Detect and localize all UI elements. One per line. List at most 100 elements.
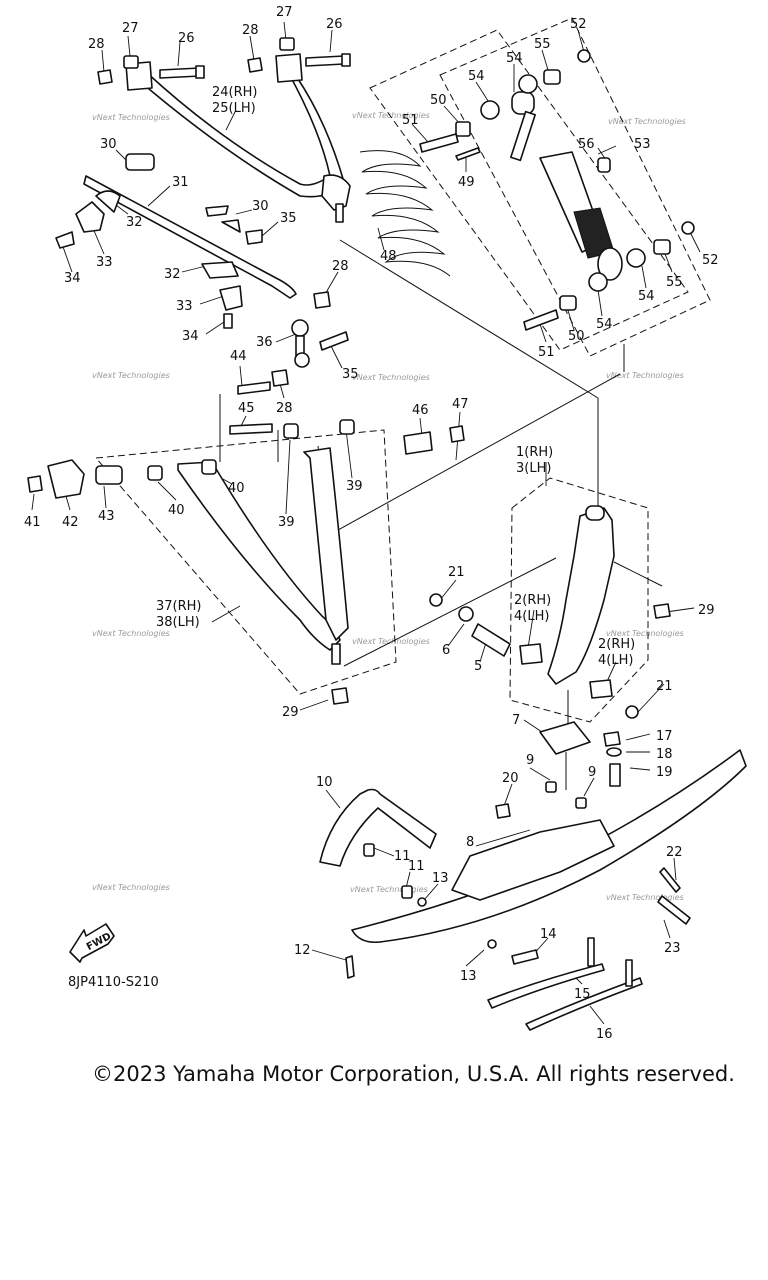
callout-14: 14	[540, 927, 557, 942]
callout-44: 44	[230, 349, 247, 364]
callout-42: 42	[62, 515, 79, 530]
callout-4-lh: 4(LH)	[514, 609, 549, 624]
link-rod	[291, 319, 349, 368]
callout-27: 27	[122, 21, 139, 36]
callout-34: 34	[64, 271, 81, 286]
callout-28: 28	[332, 259, 349, 274]
callout-55: 55	[534, 37, 551, 52]
callout-6: 6	[442, 643, 450, 658]
callout-54: 54	[506, 51, 523, 66]
watermark-text: vNext Technologies	[350, 885, 428, 894]
callout-18: 18	[656, 747, 673, 762]
callout-47: 47	[452, 397, 469, 412]
spindle	[429, 505, 671, 719]
callout-33: 33	[96, 255, 113, 270]
callout-28: 28	[88, 37, 105, 52]
upper-a-arm	[125, 53, 351, 223]
callout-21: 21	[448, 565, 465, 580]
watermark-text: vNext Technologies	[352, 373, 430, 382]
watermark-text: vNext Technologies	[606, 629, 684, 638]
callout-43: 43	[98, 509, 115, 524]
callout-8: 8	[466, 835, 474, 850]
callout-38-lh: 38(LH)	[156, 615, 200, 630]
watermark-text: vNext Technologies	[352, 111, 430, 120]
callout-46: 46	[412, 403, 429, 418]
callout-11: 11	[394, 849, 411, 864]
bolt-26	[159, 53, 351, 79]
callout-54: 54	[468, 69, 485, 84]
callout-35: 35	[342, 367, 359, 382]
callout-12: 12	[294, 943, 311, 958]
shock-group-outline	[369, 29, 689, 351]
callout-23: 23	[664, 941, 681, 956]
callout-39: 39	[346, 479, 363, 494]
callout-10: 10	[316, 775, 333, 790]
watermark-text: vNext Technologies	[92, 883, 170, 892]
nut-28	[97, 57, 331, 387]
watermark-text: vNext Technologies	[92, 629, 170, 638]
callout-15: 15	[574, 987, 591, 1002]
callout-48: 48	[380, 249, 397, 264]
spindle-outline	[509, 477, 649, 723]
callout-40: 40	[168, 503, 185, 518]
watermark-text: vNext Technologies	[92, 371, 170, 380]
spring-48	[359, 150, 451, 277]
callout-56: 56	[578, 137, 595, 152]
callout-54: 54	[596, 317, 613, 332]
callout-30: 30	[252, 199, 269, 214]
shock-inner-outline	[439, 17, 711, 357]
callout-52: 52	[570, 17, 587, 32]
callout-50: 50	[430, 93, 447, 108]
callout-39: 39	[278, 515, 295, 530]
watermark-text: vNext Technologies	[606, 371, 684, 380]
callout-30: 30	[100, 137, 117, 152]
callout-16: 16	[596, 1027, 613, 1042]
callout-29: 29	[282, 705, 299, 720]
fwd-arrow: FWD	[69, 923, 115, 963]
callout-26: 26	[178, 31, 195, 46]
watermark-text: vNext Technologies	[608, 117, 686, 126]
callout-21: 21	[656, 679, 673, 694]
callout-36: 36	[256, 335, 273, 350]
watermark-text: vNext Technologies	[92, 113, 170, 122]
callout-labels: 27 26 28 27 26 28 52 55 54 54 50 51 24(R…	[24, 5, 719, 1042]
callout-45: 45	[238, 401, 255, 416]
callout-11: 11	[408, 859, 425, 874]
callout-28: 28	[276, 401, 293, 416]
callout-31: 31	[172, 175, 189, 190]
watermarks: vNext Technologies vNext Technologies vN…	[92, 111, 686, 902]
lower-arm-outline	[94, 429, 397, 695]
callout-13: 13	[460, 969, 477, 984]
callout-54: 54	[638, 289, 655, 304]
callout-52: 52	[702, 253, 719, 268]
callout-49: 49	[458, 175, 475, 190]
callout-35: 35	[280, 211, 297, 226]
parts-diagram: vNext Technologies vNext Technologies vN…	[24, 5, 747, 1042]
callout-27: 27	[276, 5, 293, 20]
callout-26: 26	[326, 17, 343, 32]
bushing-27	[123, 37, 295, 69]
callout-9: 9	[526, 753, 534, 768]
callout-25-lh: 25(LH)	[212, 101, 256, 116]
callout-2-rh: 2(RH)	[598, 637, 635, 652]
shock-absorber	[419, 49, 695, 331]
callout-50: 50	[568, 329, 585, 344]
lower-a-arm	[27, 381, 465, 705]
watermark-text: vNext Technologies	[352, 637, 430, 646]
callout-17: 17	[656, 729, 673, 744]
callout-9: 9	[588, 765, 596, 780]
callout-51: 51	[402, 113, 419, 128]
callout-1-rh: 1(RH)	[516, 445, 553, 460]
callout-7: 7	[512, 713, 520, 728]
callout-53: 53	[634, 137, 651, 152]
callout-32: 32	[126, 215, 143, 230]
stabilizer-bar	[55, 153, 297, 329]
callout-34: 34	[182, 329, 199, 344]
callout-5: 5	[474, 659, 482, 674]
callout-4-lh: 4(LH)	[598, 653, 633, 668]
callout-24-rh: 24(RH)	[212, 85, 258, 100]
callout-29: 29	[698, 603, 715, 618]
group-outlines	[94, 17, 711, 723]
copyright-notice: ©2023 Yamaha Motor Corporation, U.S.A. A…	[92, 1062, 735, 1086]
callout-2-rh: 2(RH)	[514, 593, 551, 608]
